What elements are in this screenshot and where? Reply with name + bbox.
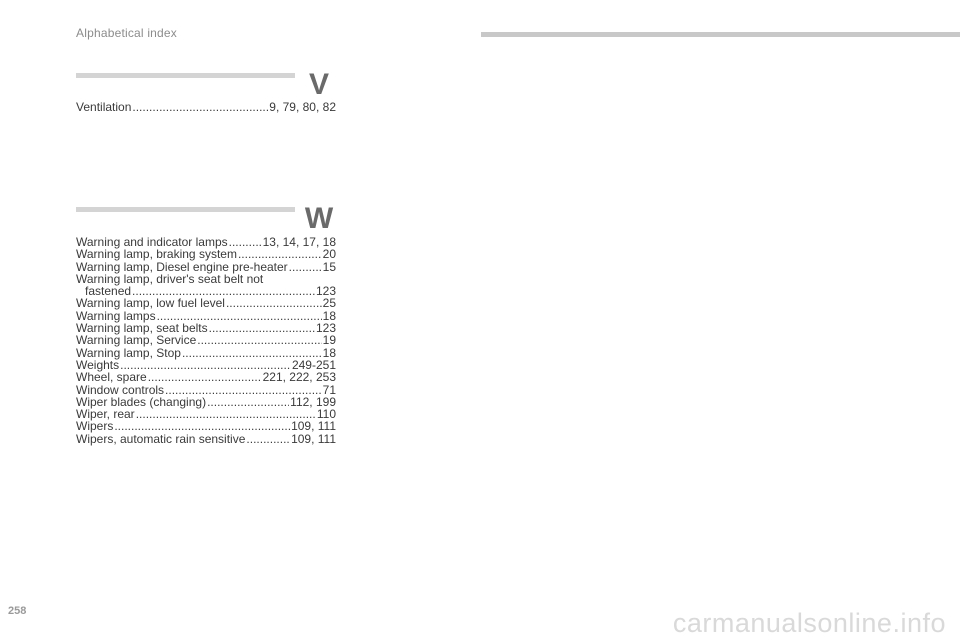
entry-term: Window controls [76,382,165,397]
index-entry[interactable]: Warning lamp, seat belts 123 [76,321,336,336]
index-entry[interactable]: Wiper, rear 110 [76,407,336,422]
entry-pages: 25 [322,296,336,311]
leader-dots [136,408,316,420]
entry-pages: 123 [315,321,336,336]
entry-term: Warning lamp, Service [76,333,197,348]
leader-dots [165,384,322,396]
entry-term: Warning lamp, seat belts [76,321,208,336]
entry-pages: 19 [322,333,336,348]
entry-term: Ventilation [76,100,132,114]
entry-term: fastened [85,284,132,299]
entry-term: Wipers [76,419,114,434]
entry-pages: 123 [315,284,336,299]
entry-term: Wiper blades (changing) [76,394,207,409]
entry-term: Warning lamp, driver's seat belt not [76,271,264,286]
index-entry[interactable]: Warning lamp, low fuel level 25 [76,296,336,311]
entry-term: Warning and indicator lamps [76,235,228,249]
index-entry[interactable]: Wipers 109, 111 [76,419,336,434]
leader-dots [132,101,268,113]
index-entry-heading: Warning lamp, driver's seat belt not [76,273,336,285]
entry-pages: 221, 222, 253 [262,370,336,385]
page-number: 258 [8,605,27,617]
entry-pages: 9, 79, 80, 82 [269,100,336,114]
index-entry[interactable]: Warning lamp, Service 19 [76,333,336,348]
leader-dots [207,396,289,408]
leader-dots [209,322,315,334]
leader-dots [114,420,290,432]
letter-rule-v [76,73,295,78]
entry-pages: 20 [322,247,336,262]
entry-pages: 71 [322,382,336,397]
letter-rule-w [76,207,295,212]
index-entry[interactable]: Wipers, automatic rain sensitive 109, 11… [76,431,336,446]
index-entry[interactable]: Wiper blades (changing) 112, 199 [76,394,336,409]
entry-term: Warning lamp, Diesel engine pre-heater [76,259,288,274]
watermark: carmanualsonline.info [672,608,946,638]
entry-term: Wipers, automatic rain sensitive [76,431,246,446]
index-entry[interactable]: Wheel, spare 221, 222, 253 [76,370,336,385]
index-entry[interactable]: Warning and indicator lamps 13, 14, 17, … [76,235,336,249]
leader-dots [197,334,321,346]
index-entry[interactable]: Warning lamp, Stop 18 [76,345,336,360]
leader-dots [289,261,322,273]
entry-pages: 18 [322,345,336,360]
leader-dots [238,248,322,260]
entry-term: Warning lamp, Stop [76,345,181,360]
entry-term: Weights [76,357,120,372]
entries-v: Ventilation 9, 79, 80, 82 [76,100,336,114]
entry-pages: 110 [316,407,336,422]
entry-pages: 15 [322,259,336,274]
index-entry[interactable]: Ventilation 9, 79, 80, 82 [76,100,336,114]
index-entry[interactable]: Window controls 71 [76,382,336,397]
index-entry[interactable]: Weights 249-251 [76,357,336,372]
entry-pages: 112, 199 [290,394,336,409]
entry-pages: 109, 111 [291,419,336,434]
entry-term: Wheel, spare [76,370,147,385]
leader-dots [226,297,322,309]
entry-pages: 18 [322,308,336,323]
index-entry[interactable]: fastened 123 [76,284,336,299]
entry-term: Wiper, rear [76,407,135,422]
leader-dots [246,433,290,445]
entry-term: Warning lamp, braking system [76,247,237,262]
entry-term: Warning lamps [76,308,156,323]
index-entry[interactable]: Warning lamps 18 [76,308,336,323]
leader-dots [148,371,262,383]
letter-heading-v: V [308,68,329,101]
index-entry[interactable]: Warning lamp, Diesel engine pre-heater 1… [76,259,336,274]
header-rule [481,32,960,37]
section-title: Alphabetical index [76,26,178,40]
entry-pages: 109, 111 [291,431,336,446]
entry-pages: 13, 14, 17, 18 [262,235,336,249]
letter-heading-w: W [304,202,334,235]
entry-term: Warning lamp, low fuel level [76,296,225,311]
entry-pages: 249-251 [291,357,336,372]
entries-w: Warning and indicator lamps 13, 14, 17, … [76,236,336,445]
index-entry[interactable]: Warning lamp, braking system 20 [76,247,336,262]
